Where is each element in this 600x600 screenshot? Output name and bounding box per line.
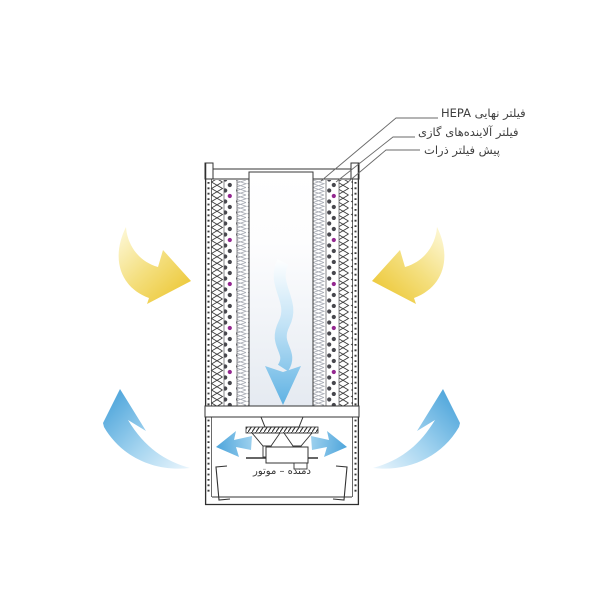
right-wall: [352, 163, 360, 505]
blower-housing-right: [283, 432, 313, 447]
left-wall: [204, 163, 212, 505]
leader-pre-filter: [347, 149, 420, 183]
intake-airflow-arrow-right-icon: [372, 227, 445, 304]
callout-label-hepa: فیلتر نهایی HEPA: [441, 106, 526, 120]
motor-step: [293, 462, 308, 470]
filter-layer-dividers: [223, 180, 340, 406]
callout-leader-lines: [320, 117, 438, 183]
internal-downflow-arrow-icon: [265, 259, 301, 405]
gas-filter-right: [326, 180, 339, 406]
leader-gas-filter: [335, 136, 415, 183]
fan-inlet-neck: [260, 416, 304, 428]
blower-outflow-arrow-right-icon: [311, 431, 347, 457]
blower-housing-left: [251, 432, 281, 447]
exhaust-airflow-arrow-left-icon: [103, 389, 190, 469]
bottom-bracket-left: [215, 465, 231, 501]
intake-airflow-arrow-left-icon: [118, 227, 191, 304]
blower-motor-assembly: [245, 416, 319, 470]
exhaust-airflow-arrow-right-icon: [373, 389, 460, 469]
leader-hepa: [320, 117, 438, 182]
blower-outflow-arrow-left-icon: [216, 431, 252, 457]
hepa-filter-right: [313, 180, 325, 406]
motor-block: [265, 446, 309, 464]
gas-filter-left: [224, 180, 237, 406]
mid-plate: [204, 405, 360, 418]
callout-label-gas-filter: فیلتر آلاینده‌های گازی: [418, 125, 519, 139]
motor-label: دمنده – موتور: [253, 466, 311, 477]
bottom-bracket-right: [332, 465, 348, 501]
particle-pre-filter-right: [339, 180, 353, 406]
fan-mount-bar: [245, 426, 319, 434]
purifier-body: [204, 162, 360, 506]
callout-label-pre-filter: پیش فیلتر ذرات: [424, 143, 500, 157]
hepa-filter-left: [237, 180, 249, 406]
particle-pre-filter-left: [210, 180, 224, 406]
